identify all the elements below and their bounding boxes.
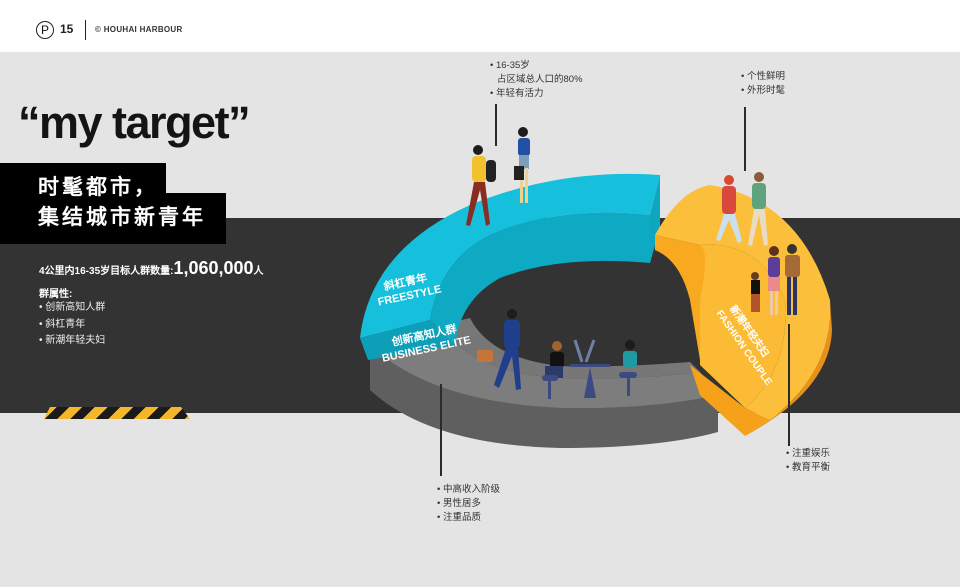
target-population-stat: 4公里内16-35岁目标人群数量:1,060,000人 <box>39 258 264 279</box>
stat-prefix: 4公里内16-35岁目标人群数量: <box>39 266 174 277</box>
callout-line-freestyle <box>495 104 497 146</box>
segment-fashion-couple: 新潮年轻夫妇 FASHION COUPLE <box>655 185 832 436</box>
slogan-line-1: 时髦都市， <box>38 176 158 199</box>
segment-freestyle: 斜杠青年 FREESTYLE <box>360 173 660 360</box>
page-number: 15 <box>60 22 74 36</box>
callout-item-sub: 占区域总人口的80% <box>497 74 583 85</box>
callout-fashion-bottom: 注重娱乐 教育平衡 <box>786 447 830 475</box>
stat-value: 1,060,000 <box>173 258 254 278</box>
callout-line-fashion-top <box>744 107 746 171</box>
attribute-item: 创新高知人群 <box>39 300 105 317</box>
callout-item: 教育平衡 <box>786 461 830 475</box>
brand-label: © HOUHAI HARBOUR <box>95 25 183 34</box>
callout-fashion-top: 个性鲜明 外形时髦 <box>741 70 785 98</box>
stat-unit: 人 <box>253 266 264 277</box>
attribute-item: 斜杠青年 <box>39 317 105 334</box>
callout-item: 个性鲜明 <box>741 70 785 84</box>
callout-item: 年轻有活力 <box>490 87 583 101</box>
slogan-box-notch <box>166 163 226 193</box>
callout-item: 16-35岁 <box>490 59 583 73</box>
callout-business: 中高收入阶级 男性居多 注重品质 <box>437 483 500 525</box>
hazard-stripe <box>44 407 190 419</box>
callout-line-business <box>440 384 442 476</box>
people-freestyle-icon <box>466 127 530 226</box>
attributes-list: 创新高知人群 斜杠青年 新潮年轻夫妇 <box>39 300 105 350</box>
callout-item: 注重娱乐 <box>786 447 830 461</box>
callout-item: 男性居多 <box>437 497 500 511</box>
callout-item: 外形时髦 <box>741 84 785 98</box>
page-badge-icon: P <box>36 21 54 39</box>
callout-freestyle: 16-35岁 占区域总人口的80% 年轻有活力 <box>490 59 583 101</box>
attribute-item: 新潮年轻夫妇 <box>39 333 105 350</box>
callout-item: 注重品质 <box>437 511 500 525</box>
top-bar: P 15 © HOUHAI HARBOUR <box>0 0 960 52</box>
header-divider <box>85 20 86 40</box>
attributes-title: 群属性: <box>39 289 73 300</box>
page-title: “my target” <box>18 97 251 148</box>
people-business-icon <box>477 309 637 399</box>
callout-item: 中高收入阶级 <box>437 483 500 497</box>
people-fashion-icon <box>716 172 800 315</box>
slogan: 时髦都市， 集结城市新青年 <box>38 173 206 233</box>
slogan-line-2: 集结城市新青年 <box>38 206 206 229</box>
callout-line-fashion-bottom <box>788 324 790 446</box>
